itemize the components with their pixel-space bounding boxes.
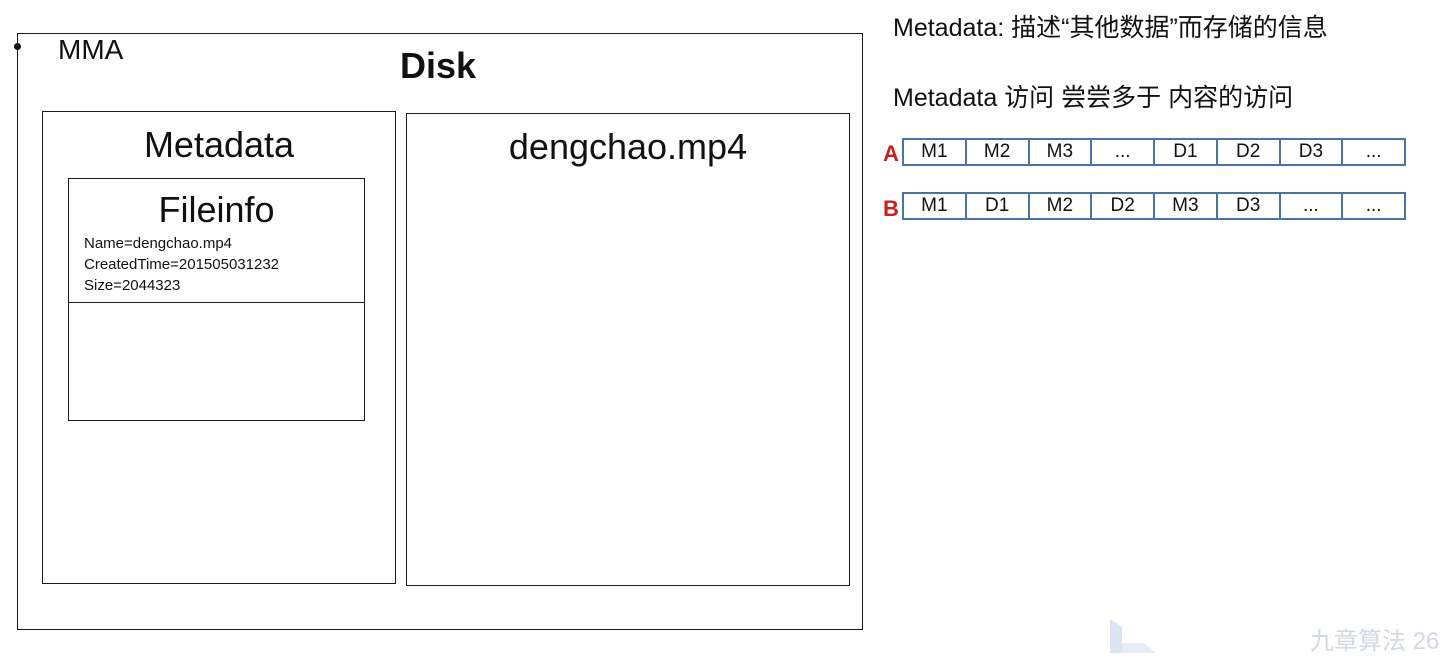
fileinfo-created-time: CreatedTime=201505031232 [84, 256, 280, 273]
layout-a-cell: D3 [1278, 140, 1342, 164]
bullet-dot [14, 43, 21, 50]
layout-a-cell: D1 [1153, 140, 1216, 164]
layout-b-cell: D2 [1090, 194, 1153, 218]
layout-b-cell: D1 [964, 194, 1028, 218]
layout-a-cell: M3 [1027, 140, 1091, 164]
layout-a-label: A [883, 141, 899, 166]
watermark-logo-icon [1110, 619, 1156, 653]
fileinfo-name: Name=dengchao.mp4 [84, 235, 233, 252]
layout-a-cell: ... [1090, 140, 1153, 164]
disk-title: Disk [400, 45, 477, 86]
layout-b-cell: M2 [1027, 194, 1091, 218]
fileinfo-size: Size=2044323 [84, 277, 181, 294]
watermark-text: 九章算法 26 [1310, 628, 1440, 655]
layout-b-row: M1 D1 M2 D2 M3 D3 ... ... [902, 192, 1406, 220]
layout-a-cell: M2 [964, 140, 1028, 164]
metadata-definition-note: Metadata: 描述“其他数据”而存储的信息 [893, 14, 1328, 42]
fileinfo-divider [69, 302, 364, 303]
layout-a-row: M1 M2 M3 ... D1 D2 D3 ... [902, 138, 1406, 166]
layout-b-cell: ... [1341, 194, 1404, 218]
file-content-title: dengchao.mp4 [508, 126, 748, 167]
mma-label: MMA [58, 34, 124, 65]
layout-b-label: B [883, 196, 899, 221]
metadata-access-note: Metadata 访问 尝尝多于 内容的访问 [893, 84, 1294, 112]
layout-b-cell: D3 [1215, 194, 1279, 218]
metadata-title: Metadata [143, 124, 295, 165]
layout-b-cell: ... [1278, 194, 1342, 218]
layout-a-cell: D2 [1215, 140, 1279, 164]
fileinfo-title: Fileinfo [158, 189, 275, 230]
layout-a-cell: ... [1341, 140, 1404, 164]
layout-b-cell: M1 [921, 195, 948, 216]
layout-b-cell: M3 [1153, 194, 1216, 218]
file-content-box: dengchao.mp4 [406, 113, 850, 586]
fileinfo-box: Fileinfo Name=dengchao.mp4 CreatedTime=2… [68, 178, 365, 421]
layout-a-cell: M1 [921, 141, 948, 162]
